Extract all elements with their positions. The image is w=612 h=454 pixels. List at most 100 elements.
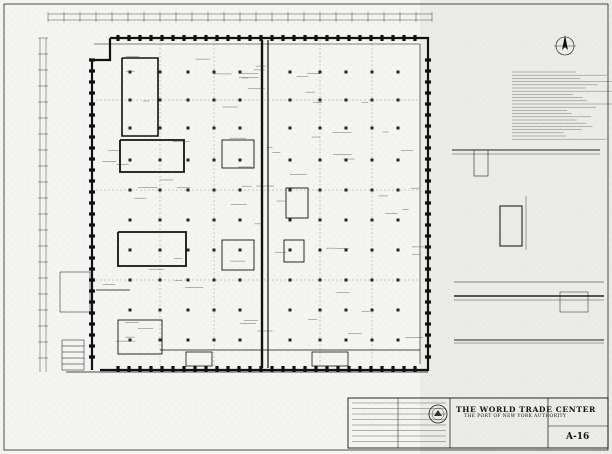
interior-column — [238, 158, 242, 162]
interior-column — [288, 126, 292, 130]
sheet-number: A-16 — [566, 432, 590, 442]
perimeter-column — [336, 366, 340, 372]
interior-column — [370, 308, 374, 312]
interior-column — [186, 308, 190, 312]
perimeter-column — [226, 366, 230, 372]
perimeter-column — [380, 366, 384, 372]
perimeter-column — [89, 124, 95, 128]
interior-column — [344, 338, 348, 342]
perimeter-column — [138, 35, 142, 41]
title-block — [347, 397, 609, 449]
interior-column — [186, 70, 190, 74]
interior-column — [238, 218, 242, 222]
interior-column — [128, 248, 132, 252]
perimeter-column — [314, 366, 318, 372]
perimeter-column — [270, 366, 274, 372]
interior-column — [128, 126, 132, 130]
project-owner: THE PORT OF NEW YORK AUTHORITY — [464, 414, 567, 419]
perimeter-column — [413, 35, 417, 41]
interior-column — [396, 126, 400, 130]
perimeter-column — [89, 168, 95, 172]
perimeter-column — [204, 35, 208, 41]
perimeter-column — [89, 355, 95, 359]
perimeter-column — [425, 135, 431, 139]
perimeter-column — [248, 366, 252, 372]
perimeter-column — [425, 91, 431, 95]
perimeter-column — [425, 256, 431, 260]
interior-column — [186, 126, 190, 130]
perimeter-column — [89, 157, 95, 161]
interior-column — [318, 308, 322, 312]
perimeter-column — [425, 223, 431, 227]
perimeter-column — [402, 366, 406, 372]
perimeter-column — [116, 35, 120, 41]
perimeter-column — [89, 245, 95, 249]
interior-column — [128, 70, 132, 74]
interior-column — [158, 308, 162, 312]
plan-annotations — [102, 56, 430, 350]
perimeter-column — [369, 35, 373, 41]
interior-column — [128, 218, 132, 222]
perimeter-column — [89, 190, 95, 194]
perimeter-column — [89, 179, 95, 183]
interior-column — [238, 70, 242, 74]
perimeter-column — [89, 80, 95, 84]
perimeter-column — [425, 201, 431, 205]
perimeter-columns — [89, 35, 431, 372]
perimeter-column — [425, 124, 431, 128]
perimeter-column — [347, 366, 351, 372]
perimeter-column — [358, 35, 362, 41]
top-dimension-string — [47, 12, 433, 22]
perimeter-column — [425, 333, 431, 337]
interior-column — [128, 338, 132, 342]
interior-column — [396, 70, 400, 74]
interior-column — [288, 308, 292, 312]
perimeter-column — [336, 35, 340, 41]
perimeter-column — [127, 35, 131, 41]
perimeter-column — [270, 35, 274, 41]
interior-column — [344, 218, 348, 222]
perimeter-column — [303, 366, 307, 372]
interior-column — [318, 248, 322, 252]
perimeter-column — [237, 366, 241, 372]
perimeter-column — [380, 35, 384, 41]
perimeter-column — [425, 69, 431, 73]
perimeter-column — [425, 168, 431, 172]
perimeter-column — [89, 58, 95, 62]
perimeter-column — [425, 113, 431, 117]
perimeter-column — [138, 366, 142, 372]
perimeter-column — [89, 267, 95, 271]
sheet-stain — [420, 0, 612, 454]
perimeter-column — [303, 35, 307, 41]
perimeter-column — [248, 35, 252, 41]
perimeter-column — [89, 201, 95, 205]
perimeter-column — [89, 256, 95, 260]
perimeter-column — [89, 69, 95, 73]
interior-column — [158, 248, 162, 252]
interior-walls — [96, 40, 420, 368]
interior-column — [212, 308, 216, 312]
perimeter-column — [259, 366, 263, 372]
interior-column — [128, 308, 132, 312]
perimeter-column — [89, 311, 95, 315]
perimeter-column — [89, 223, 95, 227]
interior-column — [186, 338, 190, 342]
perimeter-column — [89, 289, 95, 293]
perimeter-column — [160, 35, 164, 41]
interior-column — [288, 158, 292, 162]
perimeter-column — [226, 35, 230, 41]
interior-column — [396, 308, 400, 312]
perimeter-column — [116, 366, 120, 372]
perimeter-column — [204, 366, 208, 372]
perimeter-column — [237, 35, 241, 41]
perimeter-column — [325, 35, 329, 41]
interior-column — [238, 248, 242, 252]
perimeter-column — [347, 35, 351, 41]
perimeter-column — [89, 212, 95, 216]
interior-column — [396, 338, 400, 342]
perimeter-column — [425, 58, 431, 62]
perimeter-column — [149, 366, 153, 372]
perimeter-column — [425, 234, 431, 238]
perimeter-column — [425, 311, 431, 315]
